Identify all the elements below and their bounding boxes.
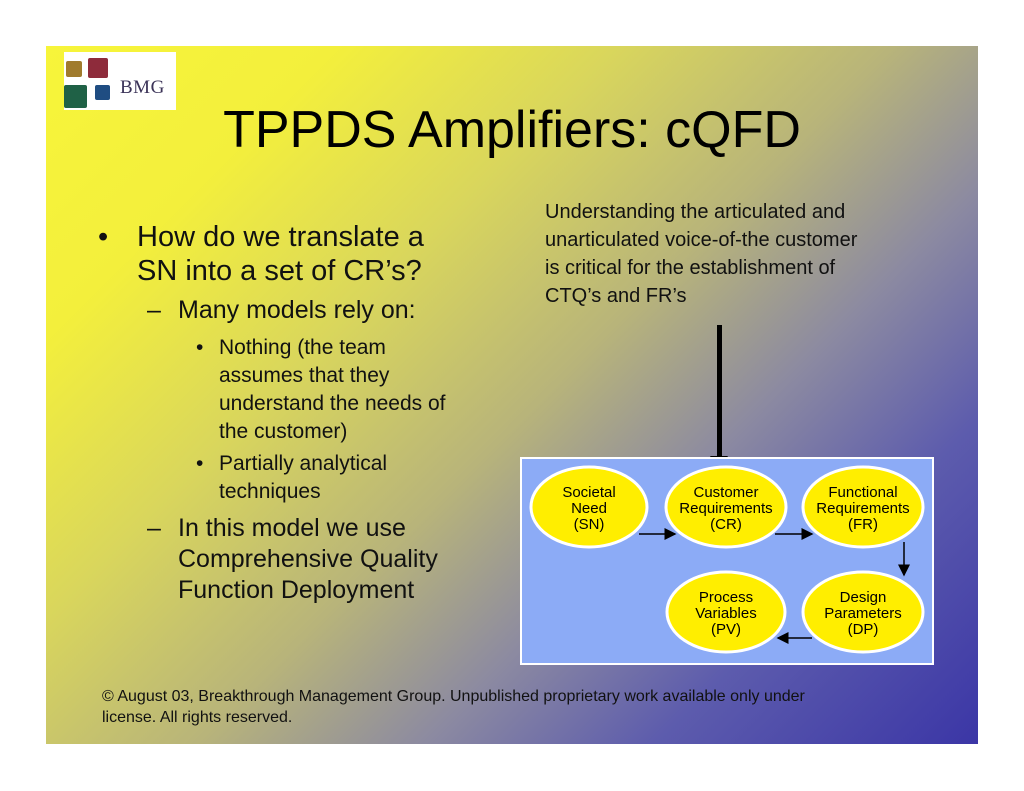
bullet-marker: • — [196, 452, 204, 475]
callout-text: Understanding the articulated and unarti… — [545, 198, 857, 310]
slide: BMG TPPDS Amplifiers: cQFD • How do we t… — [46, 46, 978, 744]
node-design-parameters: Design Parameters (DP) — [801, 570, 925, 654]
node-pv-line1: Process — [699, 589, 753, 606]
callout-line1: Understanding the articulated and — [545, 201, 846, 223]
sub-sub-item1-line3: understand the needs of — [219, 392, 446, 415]
bullet-marker: • — [196, 336, 204, 359]
dash-marker: – — [147, 296, 161, 324]
node-cr-line3: (CR) — [710, 516, 742, 533]
node-cr-line2: Requirements — [679, 500, 772, 517]
sub-sub-item2-line1: Partially analytical — [219, 452, 388, 475]
node-fr-line1: Functional — [828, 484, 897, 501]
node-pv-line2: Variables — [695, 605, 756, 622]
sub-bullet-2-line1: In this model we use — [178, 514, 406, 542]
footer-line1: © August 03, Breakthrough Management Gro… — [102, 688, 805, 705]
callout-line2: unarticulated voice-of-the customer — [545, 229, 858, 251]
dash-marker: – — [147, 514, 161, 542]
logo-square-blue — [95, 85, 110, 100]
logo-square-gold — [66, 61, 82, 77]
node-societal-need: Societal Need (SN) — [529, 465, 649, 549]
sub-bullet-2-line2: Comprehensive Quality — [178, 545, 438, 573]
bullet-main-line1: How do we translate a — [137, 221, 424, 253]
sub-sub-item2-line2: techniques — [219, 480, 321, 503]
node-sn-line2: Need — [571, 500, 607, 517]
logo-square-green — [64, 85, 87, 108]
node-process-variables: Process Variables (PV) — [665, 570, 787, 654]
sub-bullet-2-line3: Function Deployment — [178, 576, 415, 604]
node-cr-line1: Customer — [693, 484, 758, 501]
node-dp-line2: Parameters — [824, 605, 902, 622]
callout-line4: CTQ’s and FR’s — [545, 285, 687, 307]
down-arrow-shaft — [717, 325, 722, 457]
node-sn-line3: (SN) — [574, 516, 605, 533]
sub-sub-item1-line4: the customer) — [219, 420, 348, 443]
logo-text: BMG — [120, 77, 165, 98]
sub-bullet-1: Many models rely on: — [178, 296, 416, 324]
callout-line3: is critical for the establishment of — [545, 257, 836, 279]
node-dp-line1: Design — [840, 589, 887, 606]
qfd-flow-diagram: Societal Need (SN) Customer Requirements… — [520, 457, 934, 665]
node-fr-line2: Requirements — [816, 500, 909, 517]
bullet-main-line2: SN into a set of CR’s? — [137, 255, 422, 287]
node-fr-line3: (FR) — [848, 516, 878, 533]
sub-sub-item1-line1: Nothing (the team — [219, 336, 386, 359]
bmg-logo: BMG — [64, 52, 176, 110]
node-functional-requirements: Functional Requirements (FR) — [801, 465, 925, 549]
footer-line2: license. All rights reserved. — [102, 709, 293, 726]
bullet-marker: • — [98, 221, 109, 253]
copyright-footer: © August 03, Breakthrough Management Gro… — [102, 686, 805, 728]
node-customer-requirements: Customer Requirements (CR) — [664, 465, 788, 549]
node-pv-line3: (PV) — [711, 621, 741, 638]
flow-diagram-svg: Societal Need (SN) Customer Requirements… — [529, 465, 925, 654]
sub-sub-item1-line2: assumes that they — [219, 364, 390, 387]
node-sn-line1: Societal — [562, 484, 615, 501]
logo-square-red — [88, 58, 108, 78]
node-dp-line3: (DP) — [848, 621, 879, 638]
slide-title: TPPDS Amplifiers: cQFD — [223, 101, 801, 159]
